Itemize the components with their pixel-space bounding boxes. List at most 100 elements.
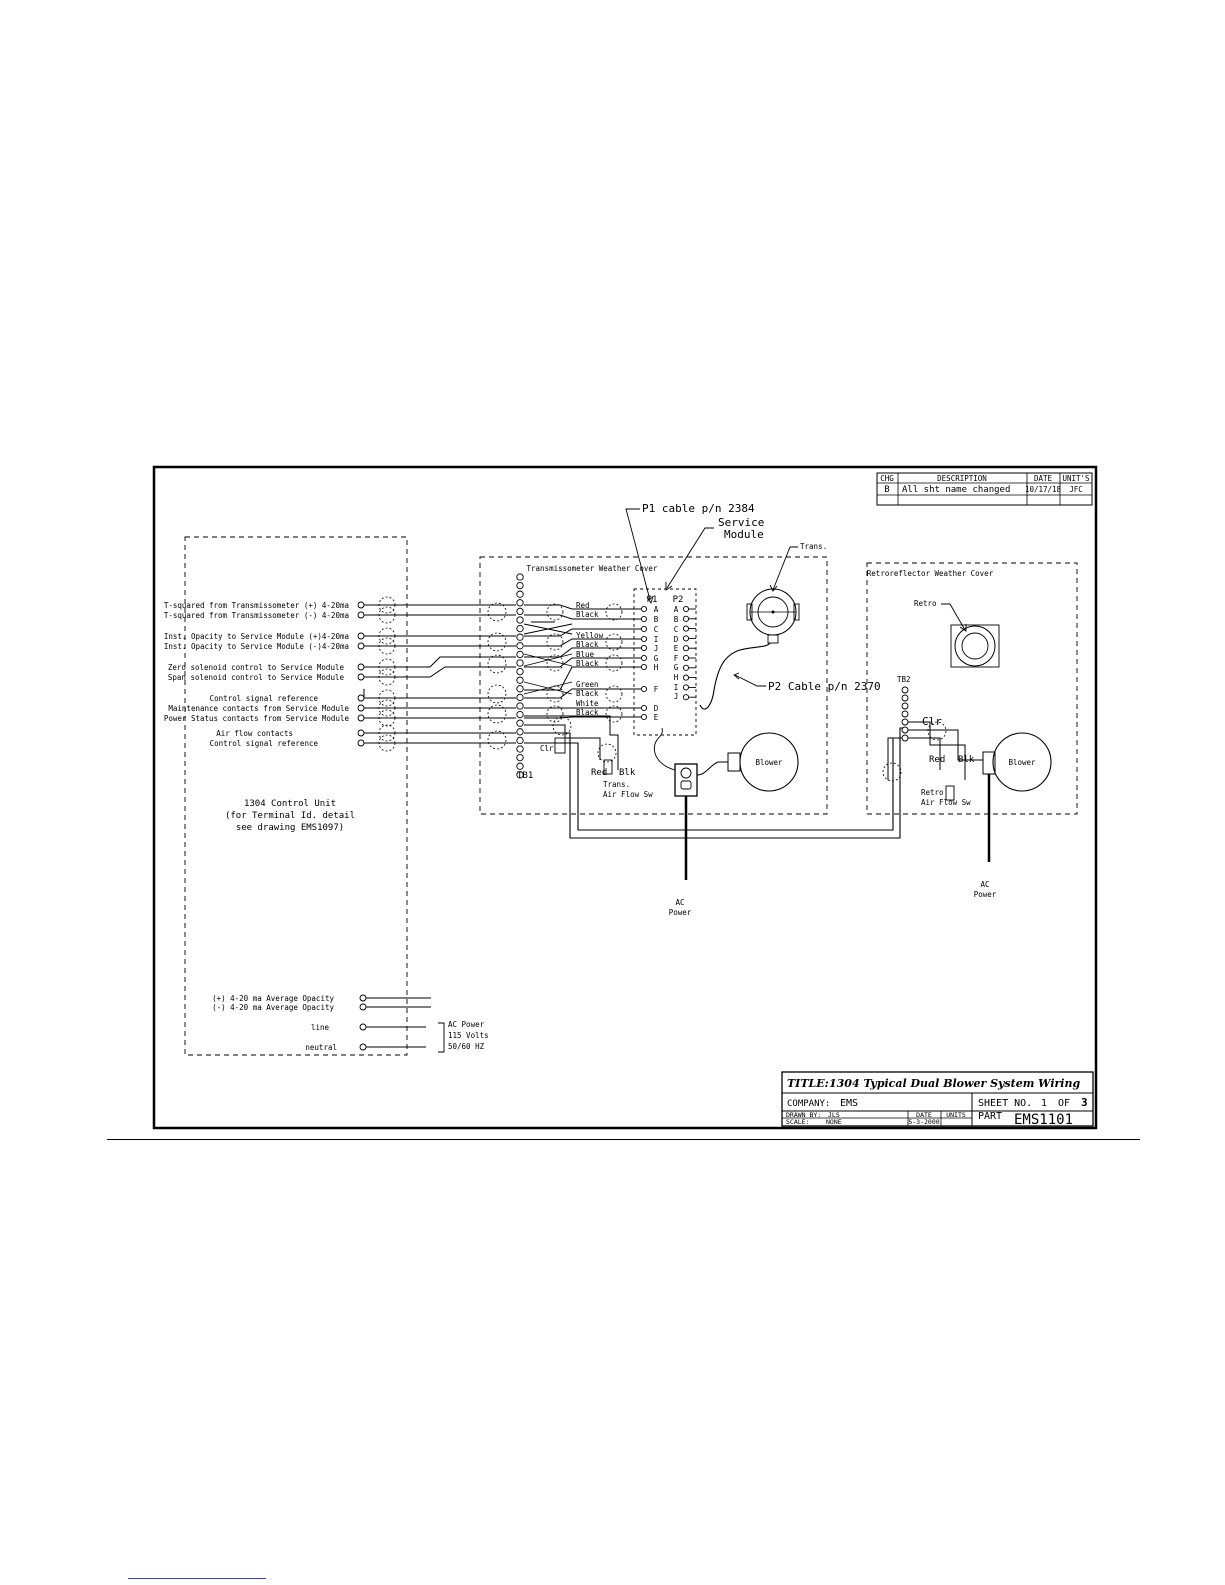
ac-bracket [438, 1022, 445, 1053]
cable-marker [546, 654, 564, 672]
tb1-terminal [516, 581, 524, 590]
company-label: COMPANY: [787, 1099, 830, 1109]
cable-marker [378, 724, 396, 742]
tb1-terminal [516, 693, 524, 702]
retro-label: Retro [914, 599, 937, 608]
p2-cable-label: P2 Cable p/n 2370 [768, 680, 881, 693]
retro-clr-label: Clr [922, 715, 942, 728]
tb2-label: TB2 [897, 675, 911, 684]
bottom-signal-label: neutral [305, 1043, 337, 1052]
p2-terminal [682, 664, 690, 671]
control-terminal [357, 663, 365, 671]
signal-label: Zero solenoid control to Service Module [168, 663, 345, 672]
p1-pin: E [654, 713, 659, 722]
p2-pin: A [674, 605, 679, 614]
signal-wire [364, 656, 516, 668]
tb1-terminal [516, 642, 524, 650]
p2-label: P2 [673, 595, 684, 605]
footnote-rule [128, 1578, 266, 1579]
cable-marker [378, 627, 396, 645]
transmissometer-cover [479, 556, 828, 815]
signal-label: T-squared from Transmissometer (-) 4-20m… [164, 611, 349, 620]
scale-label: SCALE: [786, 1118, 809, 1126]
retro-red-label: Red [929, 755, 945, 765]
control-unit-line-1: 1304 Control Unit [244, 799, 336, 809]
p1-terminal [640, 663, 648, 671]
retroreflector-cover-label: Retroreflector Weather Cover [867, 569, 994, 578]
tb2-wire [908, 721, 966, 780]
p2-pin: H [674, 673, 679, 682]
rev-header-units: UNIT'S [1062, 474, 1090, 483]
of-label: OF [1058, 1098, 1070, 1109]
p2-pin: J [674, 692, 679, 701]
tb1-terminal [516, 728, 524, 736]
air-flow-wire [524, 727, 907, 839]
p2-terminal [682, 674, 690, 681]
tb1-label: TB1 [517, 771, 533, 781]
bottom-signal-labels: (+) 4-20 ma Average Opacity (-) 4-20 ma … [212, 994, 489, 1052]
drawing-border [152, 465, 1098, 1130]
units-label: UNITS [946, 1111, 966, 1119]
control-terminal [359, 1043, 367, 1051]
signal-label: Inst. Opacity to Service Module (+)4-20m… [164, 632, 349, 641]
tb1-terminal [516, 685, 524, 693]
cable-marker [378, 668, 396, 686]
rev-cell-date: 10/17/18 [1025, 485, 1062, 494]
control-terminal [357, 601, 365, 609]
control-terminal [359, 994, 367, 1002]
cable-marker [487, 730, 507, 750]
retro-air-flow-label: Retro [921, 788, 944, 797]
retro-blk-label: Blk [958, 755, 975, 765]
page-footer-rule [107, 1139, 1140, 1140]
p2-terminal [682, 625, 690, 632]
p2-pin: C [674, 625, 679, 634]
trans-air-flow-label: Trans. [603, 780, 630, 789]
tb2-wire [887, 737, 900, 780]
drawn-by-value: JLS [828, 1111, 840, 1119]
retro-air-flow-switch [945, 785, 955, 801]
tb1-terminal [516, 667, 524, 676]
cable-marker [546, 685, 564, 703]
p1-terminal [640, 605, 648, 613]
tb1-terminal [516, 771, 524, 779]
tb2-terminal [901, 710, 909, 718]
p2-pin: E [674, 644, 679, 653]
service-module-label-1: Service [718, 516, 764, 529]
tb1-terminal [516, 736, 524, 745]
p2-terminal [682, 615, 690, 622]
p2-pin: I [674, 683, 679, 692]
p2-pins: A B C D E F G H I J [674, 605, 679, 701]
p1-terminal [640, 644, 648, 652]
control-terminal [357, 694, 365, 702]
p1-pins: A B C I J G H F D E [654, 605, 659, 722]
tb2-wire [908, 729, 983, 761]
trans-blower [696, 732, 799, 792]
p1-terminal [640, 713, 648, 721]
cable-marker [378, 734, 396, 752]
p1-terminal [640, 625, 648, 633]
p2-terminal [682, 684, 690, 691]
rev-header-date: DATE [1034, 474, 1053, 483]
signal-label: T-squared from Transmissometer (+) 4-20m… [164, 601, 349, 610]
date-value: 5-3-2000 [908, 1118, 939, 1126]
p1-wire [524, 647, 641, 658]
p1-pin: J [654, 644, 659, 653]
p1-wire [524, 716, 641, 719]
signal-label: Maintenance contacts from Service Module [168, 704, 349, 713]
rev-cell-chg: B [884, 485, 889, 495]
trans-receptacle [653, 727, 698, 880]
signal-label: Inst. Opacity to Service Module (-)4-20m… [164, 642, 349, 651]
transmissometer-cover-label: Transmissometer Weather Cover [527, 564, 658, 573]
wire-color-label: Black [576, 689, 599, 698]
p1-pin: F [654, 685, 659, 694]
p1-terminal [640, 704, 648, 712]
company-value: EMS [840, 1098, 858, 1109]
tb1-terminal [516, 659, 524, 667]
p1-wire [524, 666, 641, 691]
title-block: TITLE: 1304 Typical Dual Blower System W… [781, 1071, 1094, 1128]
tb2-terminal [901, 702, 909, 710]
date-label: DATE [916, 1111, 932, 1119]
tb1-terminal [516, 702, 524, 710]
ac-power-label: AC [675, 898, 684, 907]
